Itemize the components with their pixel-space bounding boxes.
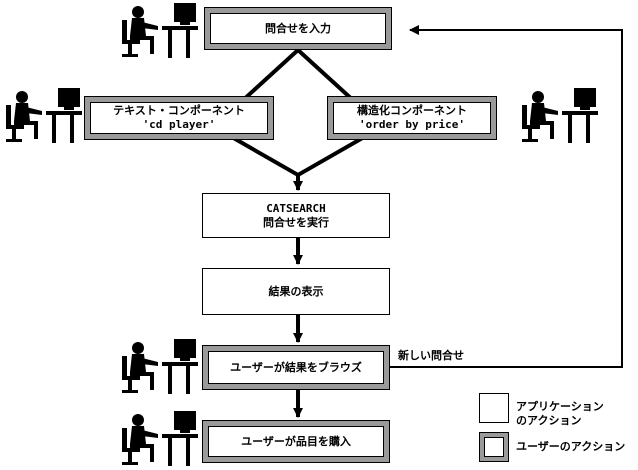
catsearch-node: CATSEARCH 問合せを実行	[202, 193, 390, 238]
show-results-node: 結果の表示	[202, 268, 390, 315]
legend-application-label: アプリケーション のアクション	[516, 400, 604, 427]
purchase-item-label: ユーザーが品目を購入	[241, 434, 351, 448]
text-component-label: テキスト・コンポーネント	[113, 104, 245, 117]
user-at-computer-icon	[522, 88, 598, 143]
legend-user-swatch	[479, 432, 509, 462]
user-at-computer-icon	[122, 411, 198, 466]
legend-application-swatch	[479, 393, 509, 423]
enter-query-node: 問合せを入力	[204, 7, 392, 50]
new-query-loop	[390, 25, 623, 368]
browse-results-label: ユーザーが結果をブラウズ	[230, 360, 362, 374]
user-at-computer-icon	[6, 88, 82, 143]
enter-query-label: 問合せを入力	[265, 21, 331, 35]
browse-results-node: ユーザーが結果をブラウズ	[202, 345, 390, 390]
catsearch-subtitle: 問合せを実行	[263, 215, 329, 229]
structured-component-value: 'order by price'	[359, 118, 465, 131]
user-at-computer-icon	[122, 339, 198, 394]
purchase-item-node: ユーザーが品目を購入	[202, 420, 390, 463]
catsearch-title: CATSEARCH	[266, 201, 326, 215]
structured-component-node: 構造化コンポーネント 'order by price'	[327, 96, 497, 140]
new-query-label: 新しい問合せ	[398, 349, 464, 362]
user-at-computer-icon	[122, 3, 198, 58]
merge-line	[229, 134, 367, 178]
legend-user-label: ユーザーのアクション	[516, 440, 626, 453]
text-component-node: テキスト・コンポーネント 'cd player'	[84, 96, 274, 140]
structured-component-label: 構造化コンポーネント	[357, 104, 467, 117]
show-results-label: 結果の表示	[268, 284, 324, 298]
text-component-value: 'cd player'	[142, 118, 216, 131]
